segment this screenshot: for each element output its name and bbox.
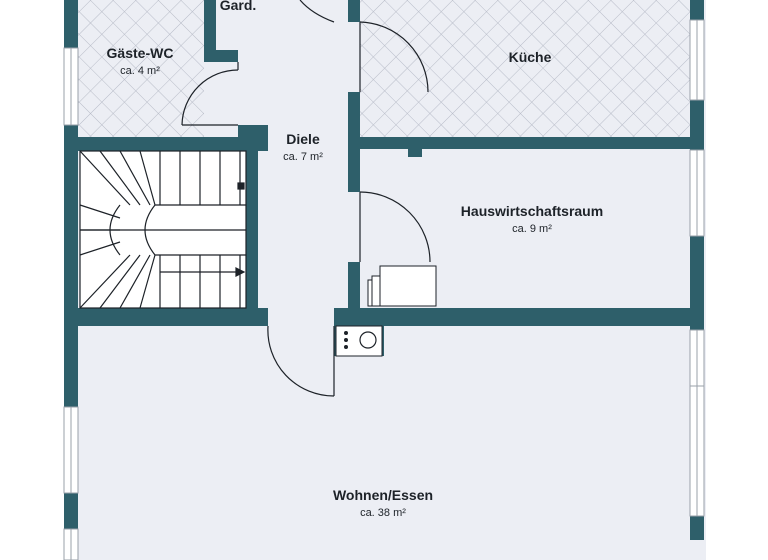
- room-label-kueche: Küche: [509, 49, 552, 65]
- room-label-gard: Gard.: [220, 0, 257, 13]
- room-label-gaeste-wc: Gäste-WC: [107, 45, 174, 61]
- inner-walls: [64, 0, 704, 356]
- outer-walls: [64, 0, 704, 540]
- room-area-gaeste-wc: ca. 4 m²: [120, 65, 160, 77]
- floor-kueche: [360, 0, 690, 137]
- washing-machine-icon: [367, 265, 437, 307]
- room-label-diele: Diele: [286, 131, 320, 147]
- staircase-icon: [79, 150, 247, 309]
- room-area-diele: ca. 7 m²: [283, 151, 323, 163]
- room-area-wohnen-essen: ca. 38 m²: [360, 507, 406, 519]
- windows: [63, 19, 705, 560]
- stove-icon: [335, 325, 383, 357]
- room-label-wohnen-essen: Wohnen/Essen: [333, 487, 433, 503]
- door-swings: [181, 0, 431, 397]
- room-label-hauswirtschaftsraum: Hauswirtschaftsraum: [461, 203, 603, 219]
- room-area-hauswirtschaftsraum: ca. 9 m²: [512, 223, 552, 235]
